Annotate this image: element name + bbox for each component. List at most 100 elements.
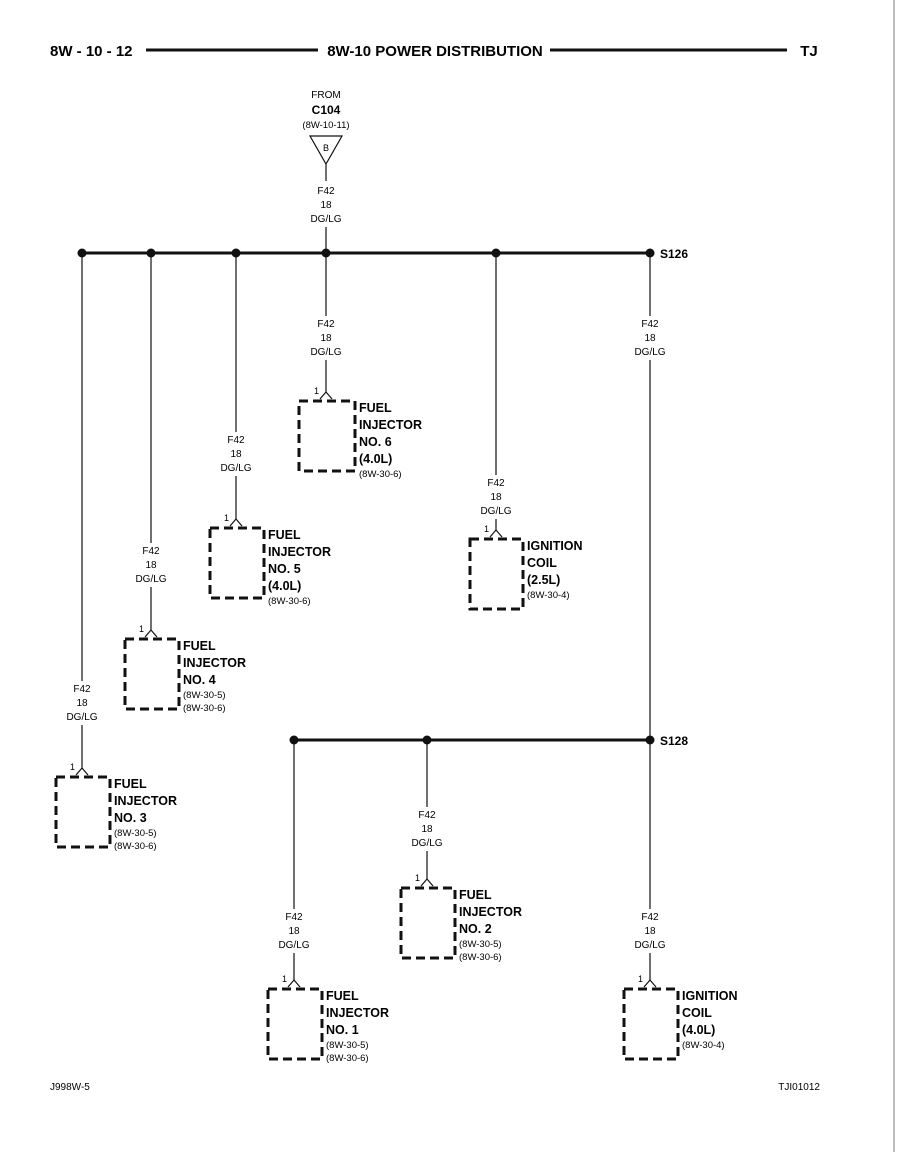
component-ref: (8W-30-6) [114, 841, 157, 852]
component-label-line: FUEL [268, 528, 301, 542]
cavity-label: B [323, 143, 329, 153]
connector-ref: (8W-10-11) [302, 120, 349, 131]
wire-gauge: 18 [421, 824, 433, 835]
pin-number: 1 [484, 524, 489, 534]
wire-color: DG/LG [310, 347, 341, 358]
component-label-line: (2.5L) [527, 573, 560, 587]
component-ref: (8W-30-6) [459, 952, 502, 963]
component-label-line: INJECTOR [183, 656, 246, 670]
wire-gauge: 18 [76, 698, 88, 709]
component-label-line: INJECTOR [459, 905, 522, 919]
wire-circuit: F42 [227, 435, 245, 446]
wire-color: DG/LG [634, 940, 665, 951]
component-label-line: IGNITION [527, 539, 583, 553]
pin-number: 1 [139, 624, 144, 634]
wire-circuit: F42 [641, 319, 659, 330]
component-ref: (8W-30-4) [527, 590, 570, 601]
bus-s126: S126 [77, 247, 688, 261]
pin-number: 1 [415, 873, 420, 883]
component-label-line: NO. 1 [326, 1023, 359, 1037]
component-box [123, 637, 181, 711]
wire-label: F42 18 DG/LG [310, 186, 341, 225]
pin-number: 1 [314, 386, 319, 396]
component-label-line: FUEL [359, 401, 392, 415]
component-label-line: NO. 5 [268, 562, 301, 576]
from-label: FROM [311, 90, 340, 101]
splice-s128-label: S128 [660, 734, 688, 748]
source-connector-c104: FROM C104 (8W-10-11) B F42 18 DG/LG [302, 90, 350, 253]
pin-number: 1 [638, 974, 643, 984]
component-label-line: NO. 6 [359, 435, 392, 449]
component-box [266, 987, 324, 1061]
wire-label: F42 18 DG/LG [634, 319, 665, 358]
component-ref: (8W-30-4) [682, 1040, 725, 1051]
page-number: 8W - 10 - 12 [50, 43, 133, 60]
wire-gauge: 18 [644, 926, 656, 937]
wire-color: DG/LG [66, 712, 97, 723]
connector-chevron-icon [144, 629, 158, 638]
connector-chevron-icon [229, 518, 243, 527]
component-label-line: COIL [682, 1006, 712, 1020]
component-ref: (8W-30-6) [268, 596, 311, 607]
page-header: 8W - 10 - 12 8W-10 POWER DISTRIBUTION TJ [50, 43, 818, 60]
wire-gauge: 18 [490, 492, 502, 503]
wire-gauge: 18 [145, 560, 157, 571]
component-ref: (8W-30-5) [459, 939, 502, 950]
pin-number: 1 [70, 762, 75, 772]
component-label-line: FUEL [326, 989, 359, 1003]
trunk-s126-s128: F42 18 DG/LG [634, 253, 666, 740]
wire-circuit: F42 [641, 912, 659, 923]
connector-chevron-icon [489, 529, 503, 538]
wire-color: DG/LG [411, 838, 442, 849]
component-label-line: FUEL [183, 639, 216, 653]
component-label-line: (4.0L) [359, 452, 392, 466]
component-label-line: IGNITION [682, 989, 738, 1003]
model-code: TJ [800, 43, 818, 60]
wire-gauge: 18 [230, 449, 242, 460]
connector-chevron-icon [420, 878, 434, 887]
component-label-line: INJECTOR [326, 1006, 389, 1020]
component-ref: (8W-30-6) [359, 469, 402, 480]
component-box [297, 399, 357, 473]
wire-circuit: F42 [317, 319, 335, 330]
connector-chevron-icon [287, 979, 301, 988]
wire-circuit: F42 [317, 186, 335, 197]
component-label-line: (4.0L) [268, 579, 301, 593]
component-box [468, 537, 525, 611]
wire-color: DG/LG [480, 506, 511, 517]
wire-color: DG/LG [220, 463, 251, 474]
pin-number: 1 [282, 974, 287, 984]
wire-color: DG/LG [634, 347, 665, 358]
wire-circuit: F42 [487, 478, 505, 489]
component-label-line: FUEL [114, 777, 147, 791]
component-ref: (8W-30-6) [183, 703, 226, 714]
component-box [399, 886, 457, 960]
component-ref: (8W-30-5) [183, 690, 226, 701]
splice-s126-label: S126 [660, 247, 688, 261]
component-label-line: INJECTOR [359, 418, 422, 432]
wire-gauge: 18 [320, 200, 332, 211]
wire-color: DG/LG [135, 574, 166, 585]
component-box [54, 775, 112, 849]
component-ref: (8W-30-5) [114, 828, 157, 839]
connector-chevron-icon [75, 767, 89, 776]
wire-circuit: F42 [142, 546, 160, 557]
bus-s128: S128 [289, 734, 688, 748]
component-label-line: INJECTOR [114, 794, 177, 808]
connector-chevron-icon [643, 979, 657, 988]
wire-circuit: F42 [73, 684, 91, 695]
